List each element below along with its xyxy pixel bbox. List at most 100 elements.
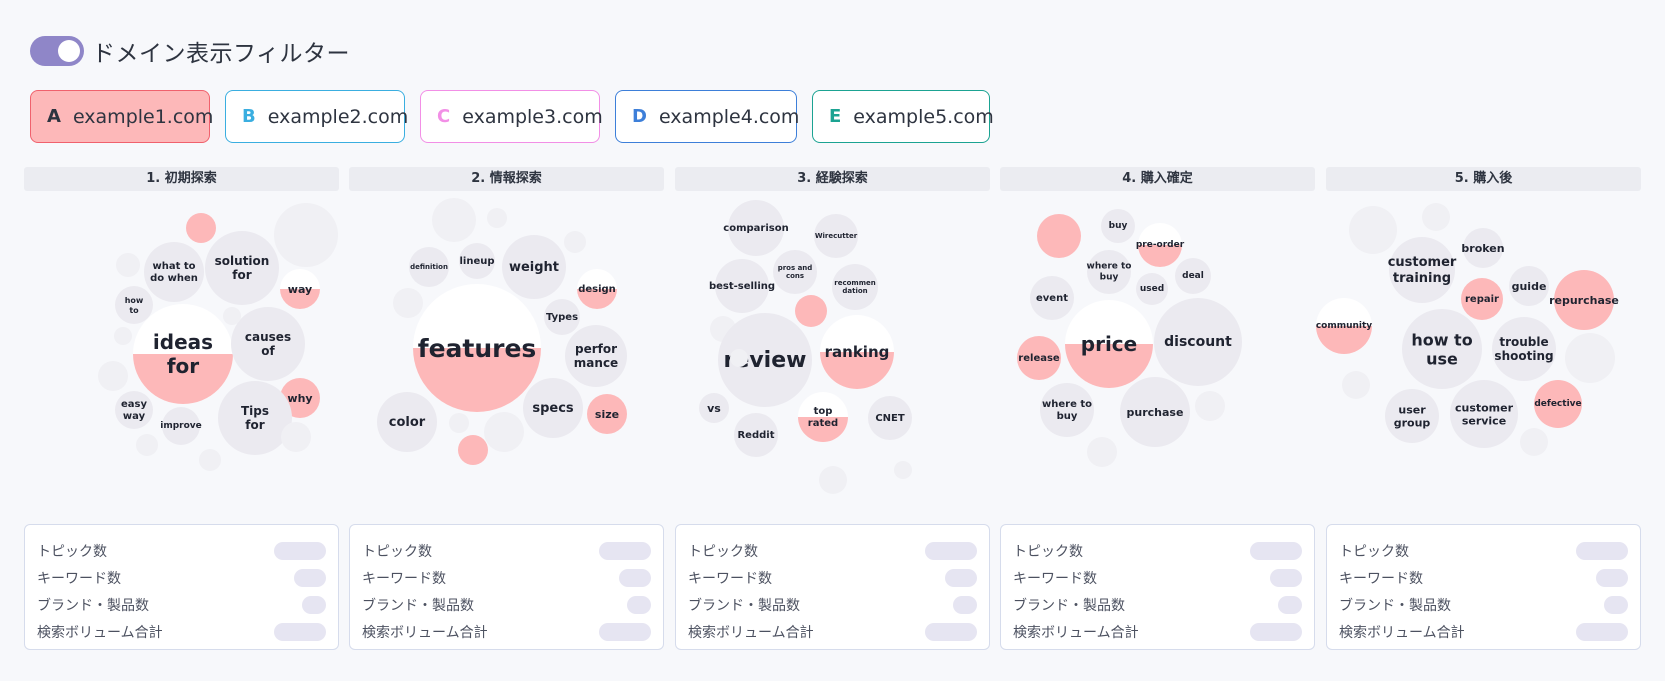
bubble-circle (1422, 203, 1450, 231)
filter-title: ドメイン表示フィルター (92, 41, 351, 67)
domain-chip-e[interactable]: E example5.com (812, 90, 994, 143)
stat-row: キーワード数 (362, 564, 651, 591)
topic-bubble[interactable]: buy (1101, 209, 1135, 243)
domain-chip-b[interactable]: B example2.com (225, 90, 408, 143)
topic-bubble[interactable]: vs (699, 393, 729, 423)
toggle-knob (58, 40, 80, 62)
bubble-circle (281, 422, 311, 452)
empty-bubble (458, 435, 488, 465)
topic-bubble[interactable]: repurchase (1549, 270, 1619, 330)
bubble-circle (449, 413, 469, 433)
stat-row: ブランド・製品数 (37, 591, 326, 618)
topic-bubble[interactable]: improve (160, 407, 202, 445)
empty-bubble (1087, 437, 1117, 467)
topic-bubble[interactable]: Wirecutter (814, 214, 858, 258)
bubble-circle (564, 231, 586, 253)
topic-bubble[interactable]: event (1030, 276, 1074, 320)
topic-bubble[interactable]: color (377, 392, 437, 452)
topic-bubble[interactable]: lineup (459, 243, 495, 279)
bubble-label: deal (1182, 271, 1204, 281)
domain-chip-a[interactable]: A example1.com (30, 90, 213, 143)
empty-bubble (199, 449, 221, 471)
bubble-circle (115, 286, 153, 324)
topic-bubble[interactable]: ranking (820, 315, 894, 389)
bubble-label: pre-order (1136, 240, 1185, 250)
bubble-label: improve (160, 421, 202, 431)
bubble-circle (116, 253, 140, 277)
stat-value-placeholder (302, 595, 326, 614)
topic-bubble[interactable]: price (1065, 300, 1153, 388)
domain-chip-d[interactable]: D example4.com (615, 90, 800, 143)
stage-header-1: 1. 初期探索 (24, 167, 339, 191)
topic-bubble[interactable]: best-selling (709, 259, 775, 313)
stat-label: トピック数 (1339, 543, 1409, 560)
topic-bubble[interactable]: weight (502, 235, 566, 299)
bubble-circle (814, 214, 858, 258)
topic-bubble[interactable]: features (413, 284, 541, 412)
bubble-circle (98, 361, 128, 391)
domain-letter: A (47, 106, 61, 127)
topic-bubble[interactable]: guide (1509, 266, 1549, 306)
topic-bubble[interactable]: design (577, 269, 617, 309)
stats-card-stage-2: トピック数 キーワード数 ブランド・製品数 検索ボリューム合計 (349, 524, 664, 650)
topic-bubble[interactable]: discount (1154, 298, 1242, 386)
stat-label: トピック数 (688, 543, 758, 560)
bubble-label: ranking (825, 343, 890, 361)
topic-bubble[interactable]: used (1136, 273, 1168, 305)
bubble-circle (728, 200, 784, 256)
topic-bubble[interactable]: community (1316, 298, 1372, 354)
domain-chip-c[interactable]: C example3.com (420, 90, 603, 143)
stat-label: ブランド・製品数 (688, 597, 800, 614)
topic-bubble[interactable]: CNET (868, 396, 912, 440)
topic-bubble[interactable]: broken (1461, 228, 1505, 268)
bubble-circle (832, 264, 878, 310)
topic-bubble[interactable]: comparison (723, 200, 789, 256)
topic-bubble[interactable]: release (1017, 336, 1061, 380)
domain-filter-toggle[interactable] (30, 36, 84, 66)
topic-bubble[interactable]: deal (1175, 258, 1211, 294)
topic-bubble[interactable]: pre-order (1136, 223, 1185, 267)
topic-bubble[interactable]: Types (544, 299, 580, 335)
topic-bubble[interactable]: specs (523, 378, 583, 438)
bubble-label: comparison (723, 223, 788, 234)
stat-value-placeholder (1250, 541, 1302, 560)
domain-letter: E (829, 106, 842, 127)
topic-bubble[interactable]: way (280, 269, 320, 309)
domain-name: example4.com (658, 105, 800, 128)
topic-bubble[interactable]: repair (1461, 278, 1503, 320)
topic-bubble[interactable]: Reddit (734, 413, 778, 457)
stat-label: ブランド・製品数 (37, 597, 149, 614)
topic-bubble[interactable]: size (587, 394, 627, 434)
bubble-circle (502, 235, 566, 299)
topic-bubble[interactable]: definition (409, 247, 449, 287)
bubble-label: Reddit (737, 430, 774, 441)
bubble-label: used (1140, 284, 1164, 294)
stat-row: キーワード数 (1013, 564, 1302, 591)
topic-bubble[interactable]: defective (1534, 380, 1582, 428)
topic-bubble[interactable]: purchase (1120, 377, 1190, 447)
bubble-circle (1030, 276, 1074, 320)
